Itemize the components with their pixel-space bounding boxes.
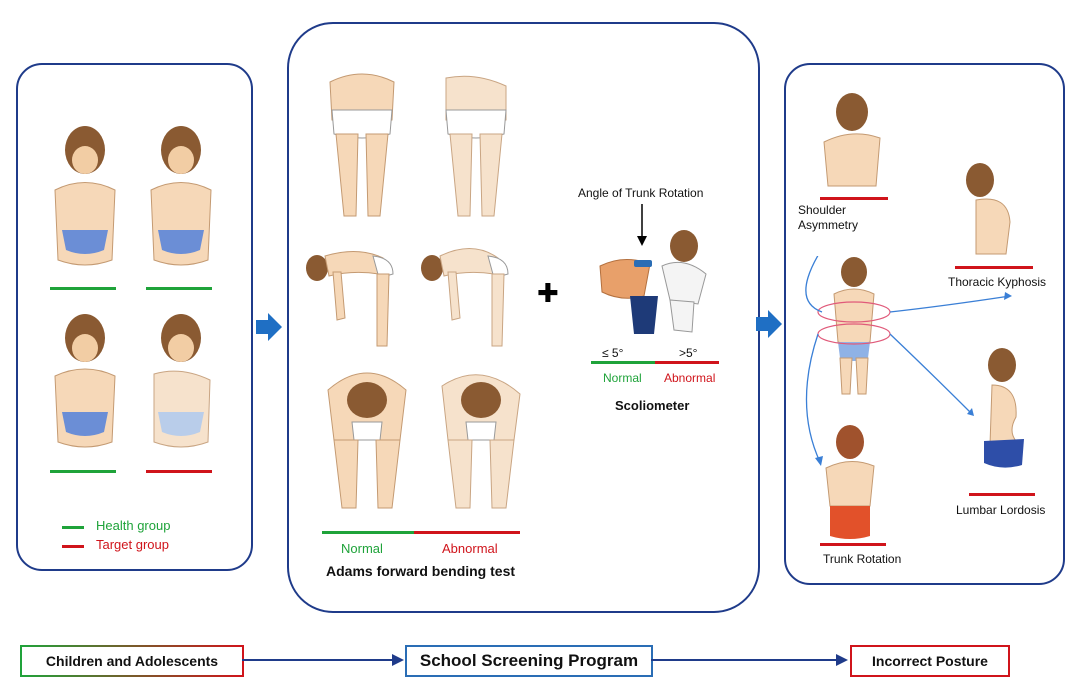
scolio-abnormal-line [655,361,719,364]
scolio-normal-label: Normal [603,371,642,385]
rotation-label: Trunk Rotation [823,552,902,566]
scolio-normal-line [591,361,655,364]
scolio-title: Scoliometer [615,398,690,413]
arrowhead-icon [836,654,848,666]
side-bend-normal [306,251,394,347]
scoliometer-illustration [599,230,707,334]
flow-connector-1 [242,659,394,661]
scolio-gt5-label: >5° [679,346,698,360]
normal-underline-3 [50,470,116,473]
flow-posture-label: Incorrect Posture [872,653,988,669]
front-bend-abnormal [441,374,521,509]
legend-health-swatch [62,526,84,529]
scolio-le5-label: ≤ 5° [602,346,624,360]
plus-icon: ✚ [537,278,559,308]
shoulder-label: Shoulder Asymmetry [798,203,858,232]
legend-target-swatch [62,545,84,548]
side-bend-abnormal [421,247,509,347]
shoulder-underline [820,197,888,200]
child-back-normal-3 [54,314,116,448]
scolio-abnormal-label: Abnormal [664,371,716,385]
standing-back-normal [329,73,395,217]
kyphosis-label: Thoracic Kyphosis [948,275,1047,289]
flow-posture-box: Incorrect Posture [850,645,1010,677]
child-back-abnormal [153,314,211,448]
arrowhead-icon [392,654,404,666]
child-back-normal-1 [54,126,116,266]
adams-title: Adams forward bending test [326,563,516,579]
lumbar-lordosis-figure [984,348,1024,468]
adams-abnormal-label: Abnormal [442,541,498,556]
adams-normal-label: Normal [341,541,383,556]
shoulder-asymmetry-figure [823,93,881,187]
thoracic-kyphosis-figure [966,163,1011,255]
normal-underline-1 [50,287,116,290]
child-back-normal-2 [150,126,212,266]
abnormal-underline [146,470,212,473]
posture-connector-arrows [805,256,1012,466]
legend-target-label: Target group [96,537,169,552]
down-arrow-icon [637,204,647,246]
adams-normal-line [322,531,414,534]
lordosis-label: Lumbar Lordosis [956,503,1046,517]
right-arrow-icon [256,313,282,341]
flow-connector-2 [651,659,838,661]
legend-health-label: Health group [96,518,171,533]
flow-school-box: School Screening Program [405,645,653,677]
flow-children-box: Children and Adolescents [20,645,244,677]
trunk-rotation-figure [825,425,875,539]
rotation-underline [820,543,886,546]
right-arrow-icon [756,310,782,338]
standing-back-abnormal [445,75,507,217]
flow-school-label: School Screening Program [419,651,639,670]
lordosis-underline [969,493,1035,496]
front-bend-normal [327,372,407,509]
health-target-panel [16,63,253,571]
flow-children-label: Children and Adolescents [45,653,219,669]
adams-abnormal-line [414,531,520,534]
normal-underline-2 [146,287,212,290]
kyphosis-underline [955,266,1033,269]
atr-annotation: Angle of Trunk Rotation [578,186,704,200]
central-posture-figure [833,257,875,395]
